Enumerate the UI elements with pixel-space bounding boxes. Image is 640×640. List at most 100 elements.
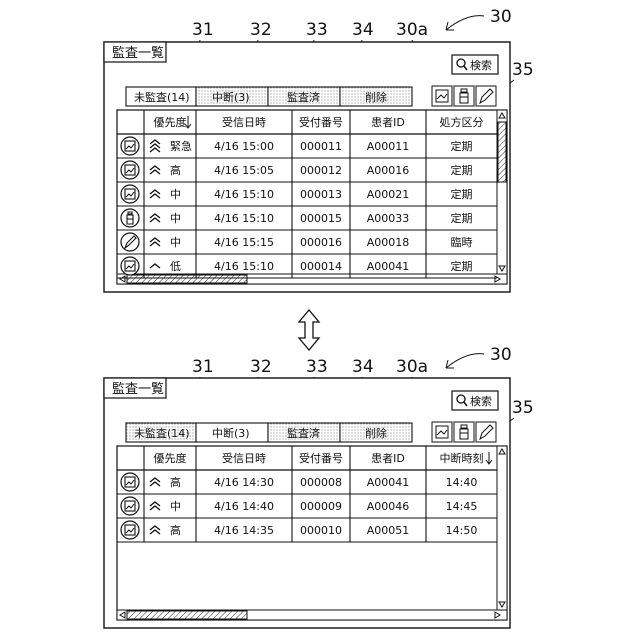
document-icon — [121, 257, 139, 275]
ref-label-32-b: 32 — [250, 357, 272, 377]
column-header[interactable]: 受信日時 — [222, 452, 266, 465]
column-header[interactable]: 受付番号 — [299, 116, 343, 129]
receipt-cell: 000015 — [300, 212, 342, 225]
patient-cell: A00018 — [367, 236, 410, 249]
received-cell: 4/16 14:30 — [214, 476, 274, 489]
ref-label-33-b: 33 — [306, 357, 328, 377]
patient-cell: A00051 — [367, 524, 410, 537]
pen-filter-button[interactable] — [476, 86, 496, 106]
document-icon — [121, 137, 139, 155]
column-header[interactable]: 受信日時 — [222, 116, 266, 129]
panel-bottom: 31 32 33 34 30a 30 35 監査一覧 検索 未監査( — [104, 345, 534, 628]
pen-icon — [121, 233, 139, 251]
doc-filter-button[interactable] — [432, 86, 452, 106]
tab-pending-b[interactable]: 未監査(14) — [126, 423, 196, 442]
tab-suspended[interactable]: 中断(3) — [196, 87, 268, 106]
search-label-b: 検索 — [470, 394, 492, 408]
ref-label-30-b: 30 — [490, 345, 512, 365]
scroll-thumb — [498, 122, 506, 182]
window-title: 監査一覧 — [112, 45, 164, 61]
tab-deleted[interactable]: 削除 — [340, 87, 412, 106]
tab-audited-b[interactable]: 監査済 — [268, 423, 340, 442]
document-icon — [121, 161, 139, 179]
document-icon — [121, 521, 139, 539]
receipt-cell: 000013 — [300, 188, 342, 201]
switch-arrow — [299, 310, 319, 350]
tab-deleted-label: 削除 — [365, 90, 387, 104]
horizontal-scrollbar[interactable] — [117, 610, 507, 620]
category-cell: 定期 — [451, 211, 473, 225]
receipt-cell: 000012 — [300, 164, 342, 177]
column-header[interactable]: 受付番号 — [299, 452, 343, 465]
search-button[interactable]: 検索 — [452, 55, 498, 74]
scroll-thumb — [127, 611, 247, 619]
receipt-cell: 000011 — [300, 140, 342, 153]
search-label: 検索 — [470, 58, 492, 72]
priority-cell: 中 — [170, 500, 181, 513]
priority-cell: 緊急 — [170, 139, 192, 153]
received-cell: 4/16 15:15 — [214, 236, 274, 249]
horizontal-scrollbar[interactable] — [117, 274, 507, 284]
patient-cell: A00041 — [367, 476, 410, 489]
pen-filter-button-b[interactable] — [476, 422, 496, 442]
received-cell: 4/16 15:10 — [214, 260, 274, 273]
document-icon — [121, 497, 139, 515]
ref-label-34-b: 34 — [352, 357, 374, 377]
patient-cell: A00011 — [367, 140, 410, 153]
column-header[interactable]: 患者ID — [371, 116, 405, 129]
tab-suspended-label: 中断(3) — [212, 90, 250, 104]
priority-cell: 低 — [170, 260, 181, 273]
vertical-scrollbar[interactable] — [497, 446, 507, 610]
window-title-b: 監査一覧 — [112, 381, 164, 397]
column-header[interactable]: 優先度 — [154, 115, 187, 129]
vertical-scrollbar[interactable] — [497, 110, 507, 274]
tab-audited[interactable]: 監査済 — [268, 87, 340, 106]
column-header[interactable]: 中断時刻 — [440, 451, 484, 465]
category-cell: 臨時 — [451, 236, 473, 249]
receipt-cell: 000010 — [300, 524, 342, 537]
receipt-cell: 000008 — [300, 476, 342, 489]
patient-cell: A00021 — [367, 188, 410, 201]
doc-filter-button-b[interactable] — [432, 422, 452, 442]
received-cell: 4/16 14:40 — [214, 500, 274, 513]
receipt-cell: 000009 — [300, 500, 342, 513]
bottle-filter-button[interactable] — [454, 86, 474, 106]
tab-pending-label-b: 未監査(14) — [134, 426, 190, 440]
icon-buttons — [432, 86, 496, 106]
tab-deleted-b[interactable]: 削除 — [340, 423, 412, 442]
received-cell: 4/16 15:05 — [214, 164, 274, 177]
ref-label-32: 32 — [250, 20, 272, 40]
table-pending: 優先度受信日時受付番号患者ID処方区分緊急4/16 15:00000011A00… — [117, 110, 507, 284]
ref-label-31-b: 31 — [192, 357, 214, 377]
tab-deleted-label-b: 削除 — [365, 426, 387, 440]
priority-cell: 高 — [170, 163, 181, 177]
ref-label-35-b: 35 — [512, 398, 534, 418]
table-suspended: 優先度受信日時受付番号患者ID中断時刻高4/16 14:30000008A000… — [117, 446, 507, 620]
priority-cell: 高 — [170, 523, 181, 537]
priority-cell: 高 — [170, 475, 181, 489]
category-cell: 定期 — [451, 163, 473, 177]
search-button-b[interactable]: 検索 — [452, 391, 498, 410]
category-cell: 定期 — [451, 259, 473, 273]
ref-label-30a: 30a — [396, 20, 428, 40]
receipt-cell: 000016 — [300, 236, 342, 249]
column-header[interactable]: 処方区分 — [440, 115, 484, 129]
tab-suspended-b[interactable]: 中断(3) — [196, 423, 268, 442]
scroll-thumb — [127, 275, 247, 283]
patient-cell: A00016 — [367, 164, 410, 177]
category-cell: 定期 — [451, 139, 473, 153]
priority-cell: 中 — [170, 188, 181, 201]
tab-pending[interactable]: 未監査(14) — [126, 87, 196, 106]
column-header[interactable]: 優先度 — [154, 451, 187, 465]
category-cell: 定期 — [451, 187, 473, 201]
received-cell: 4/16 15:10 — [214, 188, 274, 201]
tab-audited-label-b: 監査済 — [287, 426, 320, 440]
bottle-filter-button-b[interactable] — [454, 422, 474, 442]
document-icon — [121, 185, 139, 203]
column-header[interactable]: 患者ID — [371, 452, 405, 465]
patient-cell: A00041 — [367, 260, 410, 273]
ref-label-30a-b: 30a — [396, 357, 428, 377]
received-cell: 4/16 15:10 — [214, 212, 274, 225]
category-cell: 14:40 — [446, 476, 478, 489]
